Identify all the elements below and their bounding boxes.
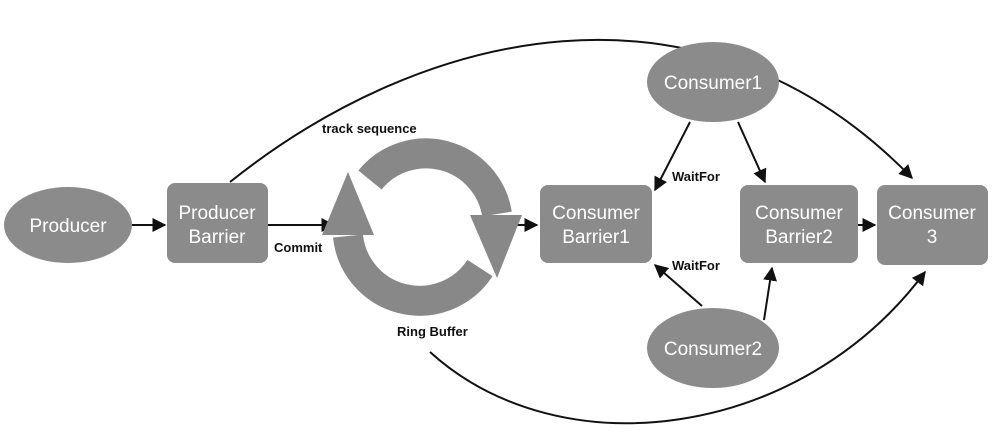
consumer-barrier1-label-line1: Consumer [552, 203, 640, 224]
edge-consumer1-to-consumer-barrier1 [654, 121, 691, 192]
producer-barrier-label-line2: Barrier [188, 227, 246, 248]
producer-node: Producer [4, 187, 132, 263]
consumer1-node: Consumer1 [647, 42, 779, 122]
consumer2-label: Consumer2 [664, 339, 762, 360]
producer-barrier-label-line1: Producer [178, 203, 256, 224]
edge-consumer2-to-consumer-barrier2 [763, 266, 778, 321]
consumer1-label: Consumer1 [664, 73, 762, 94]
edge-producer-barrier-to-consumer3 [229, 38, 913, 183]
track-sequence-label: track sequence [322, 121, 417, 136]
edge-consumer2-to-consumer-barrier1 [653, 264, 703, 307]
waitfor-bottom-label: WaitFor [672, 258, 720, 273]
consumer-barrier2-node: Consumer Barrier2 [740, 185, 858, 263]
producer-barrier-node: Producer Barrier [167, 183, 268, 263]
consumer3-node: Consumer 3 [877, 185, 988, 265]
consumer3-label-line2: 3 [927, 227, 938, 248]
consumer-barrier2-label-line2: Barrier2 [765, 227, 833, 248]
ring-buffer-label: Ring Buffer [397, 324, 468, 339]
circular-arrows-icon [322, 138, 522, 316]
consumer3-label-line1: Consumer [888, 203, 976, 224]
consumer-barrier1-node: Consumer Barrier1 [540, 185, 652, 263]
consumer-barrier2-label-line1: Consumer [755, 203, 843, 224]
edge-consumer1-to-consumer-barrier2 [737, 121, 767, 184]
consumer-barrier1-label-line2: Barrier1 [562, 227, 630, 248]
consumer2-node: Consumer2 [647, 308, 779, 388]
producer-label: Producer [29, 216, 107, 237]
commit-label: Commit [274, 240, 323, 255]
edge-ring-buffer-to-consumer3 [429, 270, 926, 425]
waitfor-top-label: WaitFor [672, 169, 720, 184]
